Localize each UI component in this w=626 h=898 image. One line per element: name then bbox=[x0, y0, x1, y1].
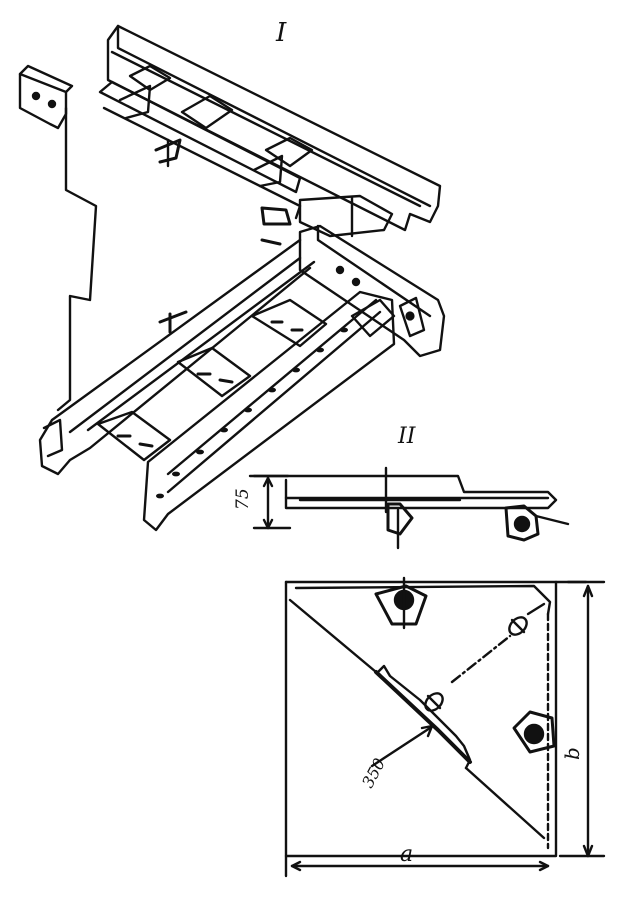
isometric-ladder-view bbox=[18, 24, 446, 532]
lower-rail-outer bbox=[298, 224, 446, 358]
view-1-label: I bbox=[276, 18, 287, 48]
corner-plan-view bbox=[284, 576, 606, 878]
section-view-2 bbox=[248, 466, 570, 550]
upper-rail-inner bbox=[98, 80, 302, 194]
view-2-label: II bbox=[398, 424, 416, 449]
height-dimension-label: 75 bbox=[233, 488, 253, 510]
side-dimension-label: b bbox=[560, 747, 584, 760]
wall-plate bbox=[18, 72, 68, 130]
width-dimension-label: a bbox=[400, 842, 414, 867]
